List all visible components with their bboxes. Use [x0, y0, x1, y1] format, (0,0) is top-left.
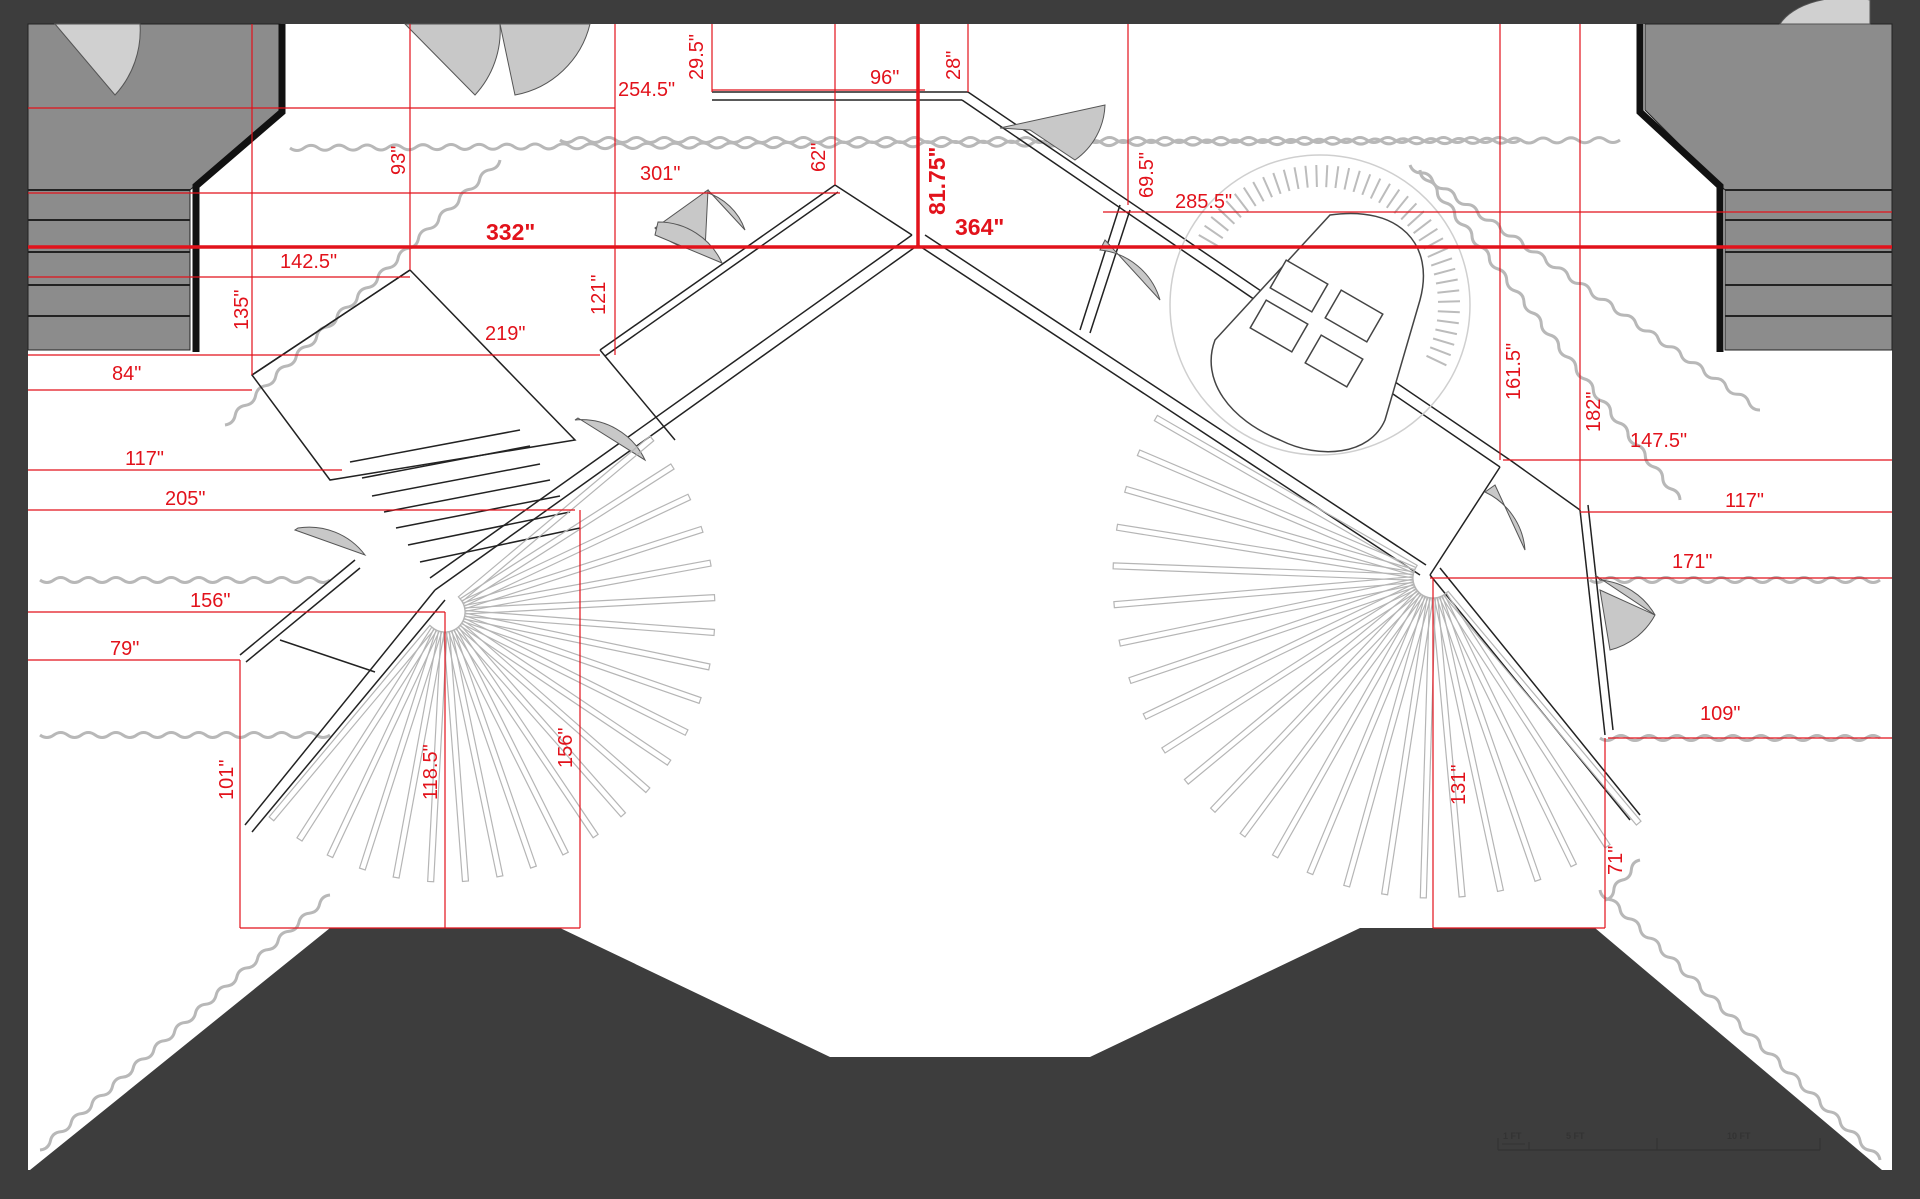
dim-219: 219" [485, 323, 525, 345]
scale-label-5ft: 5 FT [1566, 1131, 1585, 1141]
floor-area [28, 24, 1892, 1170]
table-tick [1430, 257, 1453, 267]
dimension-lines-main [28, 24, 1892, 249]
table-tick [1435, 278, 1458, 285]
dim-205: 205" [165, 488, 205, 510]
dim-364: 364" [955, 214, 1004, 240]
scale-label-1ft: 1 FT [1503, 1131, 1522, 1141]
dim-285-5: 285.5" [1175, 191, 1232, 213]
table-tick [1418, 227, 1438, 242]
dim-118-5: 118.5" [420, 744, 442, 800]
doors-set [293, 104, 1656, 651]
dim-121: 121" [588, 275, 610, 315]
table-tick [1361, 173, 1372, 196]
stairs-right [1636, 0, 1893, 352]
dim-81-75: 81.75" [924, 147, 950, 215]
dim-161-5: 161.5" [1503, 343, 1525, 400]
stairs-left [27, 23, 286, 352]
dim-109: 109" [1700, 703, 1740, 725]
dim-69-5: 69.5" [1136, 152, 1158, 198]
dim-147-5: 147.5" [1630, 430, 1687, 452]
table-tick [1436, 319, 1459, 325]
dim-117-right: 117" [1725, 490, 1764, 512]
dim-254-5: 254.5" [618, 79, 675, 101]
dim-135: 135" [231, 290, 253, 330]
table-tick [1272, 172, 1282, 195]
table-tick [1385, 189, 1401, 209]
table-tick [1293, 167, 1300, 190]
table-tick [1432, 337, 1455, 346]
table-tick [1437, 310, 1460, 314]
table-tick [1437, 289, 1460, 294]
scale-label-10ft: 10 FT [1727, 1131, 1751, 1141]
dim-182: 182" [1583, 392, 1605, 432]
dim-96: 96" [870, 67, 899, 89]
table-tick [1407, 210, 1425, 227]
table-tick [1234, 193, 1249, 213]
dim-301: 301" [640, 163, 680, 185]
doors-top [403, 23, 591, 96]
right-fan-ray [1153, 414, 1418, 572]
fan-rays-right [1112, 414, 1642, 899]
set-walls [239, 91, 1641, 833]
dim-171: 171" [1672, 551, 1712, 573]
table-tick [1393, 195, 1409, 214]
table-tick [1369, 178, 1382, 199]
table-tick [1252, 181, 1265, 202]
table-tick [1325, 165, 1329, 188]
fan-rays-left [268, 435, 716, 883]
round-table [1169, 154, 1471, 456]
table-tick [1198, 234, 1219, 247]
table-tick [1378, 183, 1391, 204]
dim-156-left: 156" [190, 590, 230, 612]
table-tick [1210, 216, 1229, 232]
dim-84: 84" [112, 363, 141, 385]
dim-142-5: 142.5" [280, 251, 337, 273]
table-tick [1334, 166, 1340, 189]
dim-156-vert: 156" [555, 728, 577, 768]
table-tick [1437, 300, 1461, 303]
scale-bar: 1 FT 5 FT 10 FT [1497, 1131, 1821, 1151]
table-tick [1426, 354, 1447, 367]
table-tick [1304, 165, 1309, 188]
dim-28: 28" [943, 51, 965, 80]
table-tick [1429, 346, 1452, 357]
table-tick [1435, 328, 1458, 336]
dim-79: 79" [110, 638, 139, 660]
dim-62: 62" [808, 143, 830, 172]
dimension-lines [28, 24, 1892, 929]
table-tick [1343, 167, 1351, 190]
table-tick [1204, 224, 1224, 240]
dim-101: 101" [216, 760, 238, 800]
dim-117-left: 117" [125, 448, 164, 470]
table-tick [1412, 219, 1432, 234]
table-tick [1262, 176, 1273, 198]
left-fan-ray [268, 624, 436, 822]
table-tick [1217, 207, 1236, 225]
table-tick [1282, 169, 1291, 192]
dimension-labels: 254.5" 29.5" 96" 28" 93" 301" 62" 81.75"… [110, 34, 1764, 875]
table-tick [1225, 200, 1242, 218]
dim-29-5: 29.5" [686, 34, 708, 80]
dim-131: 131" [1448, 765, 1470, 805]
table-tick [1427, 247, 1449, 258]
wave-lines [39, 136, 1882, 1161]
table-tick [1242, 187, 1257, 207]
dim-332: 332" [486, 219, 535, 245]
table-tick [1352, 170, 1361, 193]
table-tick [1315, 164, 1318, 188]
dim-71: 71" [1605, 846, 1627, 875]
dim-93: 93" [388, 146, 410, 175]
table-tick [1433, 267, 1456, 276]
